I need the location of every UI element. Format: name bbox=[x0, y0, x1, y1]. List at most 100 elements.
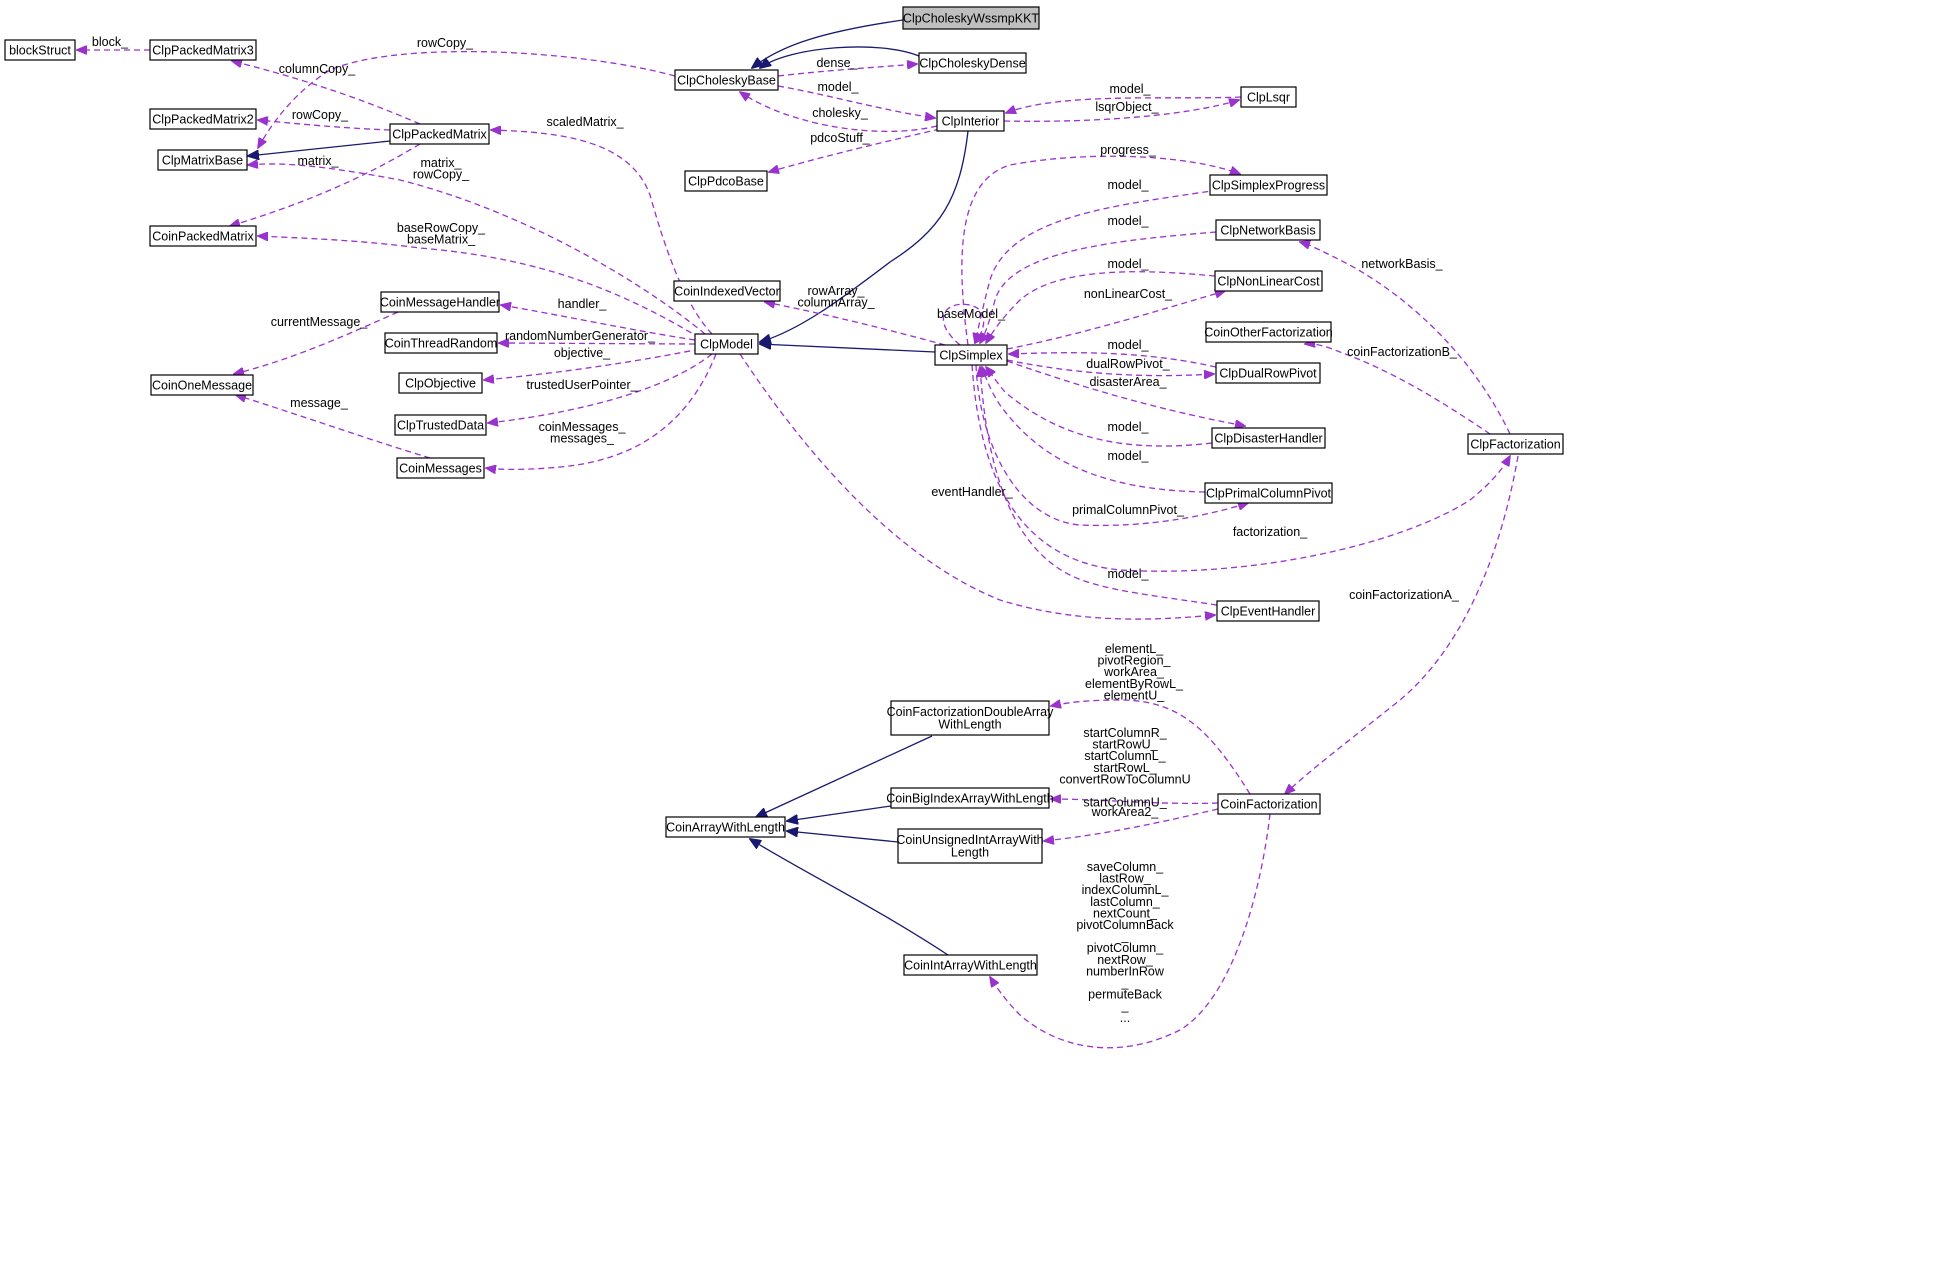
edge-clp-interior-to-clp-cholesky-base bbox=[740, 92, 938, 133]
node-clp-network-basis[interactable]: ClpNetworkBasis bbox=[1215, 219, 1321, 241]
node-coin-int-array-with-length[interactable]: CoinIntArrayWithLength bbox=[903, 954, 1038, 976]
node-coin-packed-matrix[interactable]: CoinPackedMatrix bbox=[149, 225, 257, 247]
node-coin-indexed-vector[interactable]: CoinIndexedVector bbox=[673, 280, 781, 302]
node-clp-packed-matrix3[interactable]: ClpPackedMatrix3 bbox=[149, 39, 257, 61]
node-coin-message-handler[interactable]: CoinMessageHandler bbox=[380, 291, 500, 313]
node-clp-simplex-progress[interactable]: ClpSimplexProgress bbox=[1209, 174, 1328, 196]
node-clp-packed-matrix[interactable]: ClpPackedMatrix bbox=[389, 123, 490, 145]
node-box bbox=[684, 170, 768, 192]
node-clp-packed-matrix2[interactable]: ClpPackedMatrix2 bbox=[149, 108, 257, 130]
edge-label: baseRowCopy_baseMatrix_ bbox=[397, 221, 486, 247]
node-coin-other-factorization[interactable]: CoinOtherFactorization bbox=[1204, 321, 1333, 343]
node-label: ClpSimplex bbox=[939, 348, 1003, 362]
node-box bbox=[394, 414, 487, 436]
node-box bbox=[149, 108, 257, 130]
node-label: ClpFactorization bbox=[1470, 437, 1560, 451]
node-clp-simplex[interactable]: ClpSimplex bbox=[934, 344, 1008, 366]
node-box bbox=[1209, 174, 1328, 196]
edge-line bbox=[1006, 96, 1242, 113]
edge-label: matrix_rowCopy_ bbox=[413, 156, 470, 182]
node-box bbox=[903, 954, 1038, 976]
node-label: CoinOtherFactorization bbox=[1204, 325, 1333, 339]
edge-clp-simplex-to-clp-simplex-progress bbox=[961, 155, 1240, 346]
edge-clp-simplex-to-clp-dual-row-pivot bbox=[1006, 359, 1214, 376]
node-clp-disaster-handler[interactable]: ClpDisasterHandler bbox=[1211, 427, 1326, 449]
edge-label: currentMessage_ bbox=[271, 315, 369, 329]
edge-clp-model-to-coin-packed-matrix bbox=[258, 236, 701, 339]
node-box bbox=[1205, 321, 1332, 343]
node-label: CoinIntArrayWithLength bbox=[904, 958, 1037, 972]
edge-line bbox=[258, 50, 676, 148]
edge-coin-factorization-double-array-with-length-to-coin-array-with-length bbox=[756, 735, 933, 817]
edge-label: eventHandler_ bbox=[931, 485, 1013, 499]
edge-label: startColumnR_startRowU_startColumnL_star… bbox=[1059, 726, 1190, 810]
node-box bbox=[149, 39, 257, 61]
node-box bbox=[918, 52, 1027, 74]
node-clp-factorization[interactable]: ClpFactorization bbox=[1467, 433, 1564, 455]
node-clp-cholesky-base[interactable]: ClpCholeskyBase bbox=[674, 69, 779, 91]
edge-label: saveColumn_lastRow_indexColumnL_lastColu… bbox=[1076, 860, 1174, 1025]
node-label: CoinArrayWithLength bbox=[666, 820, 785, 834]
node-box bbox=[1214, 270, 1323, 292]
edge-clp-simplex-to-clp-non-linear-cost bbox=[1006, 291, 1225, 350]
edge-label: matrix_ bbox=[298, 154, 340, 168]
node-coin-one-message[interactable]: CoinOneMessage bbox=[150, 374, 254, 396]
node-clp-pdco-base[interactable]: ClpPdcoBase bbox=[684, 170, 768, 192]
node-clp-dual-row-pivot[interactable]: ClpDualRowPivot bbox=[1215, 362, 1321, 384]
node-coin-factorization[interactable]: CoinFactorization bbox=[1217, 793, 1321, 815]
edge-label: disasterArea_ bbox=[1089, 375, 1167, 389]
node-block-struct[interactable]: blockStruct bbox=[4, 39, 76, 61]
edge-clp-model-to-coin-thread-random bbox=[499, 343, 696, 344]
node-label: ClpLsqr bbox=[1247, 90, 1290, 104]
node-clp-non-linear-cost[interactable]: ClpNonLinearCost bbox=[1214, 270, 1323, 292]
edge-line bbox=[777, 85, 935, 118]
node-clp-objective[interactable]: ClpObjective bbox=[398, 372, 483, 394]
edge-label: model_ bbox=[1108, 214, 1150, 228]
node-coin-messages[interactable]: CoinMessages bbox=[396, 457, 485, 479]
node-clp-primal-column-pivot[interactable]: ClpPrimalColumnPivot bbox=[1204, 482, 1333, 504]
node-label: ClpCholeskyBase bbox=[677, 73, 776, 87]
edge-label: elementL_pivotRegion_workArea_elementByR… bbox=[1085, 642, 1184, 702]
edge-line bbox=[986, 367, 1213, 447]
edge-clp-cholesky-base-to-clp-interior bbox=[777, 85, 935, 118]
node-label: CoinOneMessage bbox=[152, 378, 252, 392]
node-coin-array-with-length[interactable]: CoinArrayWithLength bbox=[665, 816, 786, 838]
node-clp-matrix-base[interactable]: ClpMatrixBase bbox=[157, 149, 248, 171]
edge-line bbox=[942, 303, 983, 346]
edge-line bbox=[1051, 799, 1219, 805]
node-label: ClpPackedMatrix2 bbox=[152, 112, 253, 126]
edge-line bbox=[975, 364, 1248, 527]
edge-label: columnCopy_ bbox=[279, 62, 356, 76]
edge-label: model_ bbox=[818, 80, 860, 94]
node-clp-cholesky-dense[interactable]: ClpCholeskyDense bbox=[918, 52, 1027, 74]
edge-clp-interior-to-clp-model bbox=[760, 130, 969, 342]
edge-line bbox=[765, 302, 946, 346]
node-clp-cholesky-wssmp-kkt[interactable]: ClpCholeskyWssmpKKT bbox=[902, 6, 1040, 30]
edge-line bbox=[975, 189, 1219, 343]
edge-clp-packed-matrix-to-coin-packed-matrix bbox=[230, 143, 421, 226]
node-label: CoinThreadRandom bbox=[385, 336, 498, 350]
node-clp-lsqr[interactable]: ClpLsqr bbox=[1240, 86, 1297, 108]
node-box bbox=[936, 110, 1005, 132]
node-clp-model[interactable]: ClpModel bbox=[694, 333, 759, 355]
edge-label: dualRowPivot_ bbox=[1086, 357, 1170, 371]
edge-clp-event-handler-to-clp-simplex bbox=[980, 367, 1218, 606]
edge-line bbox=[248, 164, 706, 335]
edge-line bbox=[1285, 455, 1519, 794]
node-coin-big-index-array-with-length[interactable]: CoinBigIndexArrayWithLength bbox=[886, 787, 1054, 809]
edge-label: cholesky_ bbox=[812, 106, 869, 120]
edge-label: pdcoStuff_ bbox=[810, 131, 871, 145]
node-box bbox=[1204, 482, 1333, 504]
node-label: ClpNonLinearCost bbox=[1217, 274, 1320, 288]
node-label: ClpInterior bbox=[942, 114, 1000, 128]
node-clp-event-handler[interactable]: ClpEventHandler bbox=[1216, 600, 1320, 622]
node-clp-trusted-data[interactable]: ClpTrustedData bbox=[394, 414, 487, 436]
node-clp-interior[interactable]: ClpInterior bbox=[936, 110, 1005, 132]
node-label: ClpPrimalColumnPivot bbox=[1206, 486, 1332, 500]
edge-line bbox=[787, 805, 892, 821]
edge-label: baseModel_ bbox=[937, 307, 1006, 321]
node-coin-thread-random[interactable]: CoinThreadRandom bbox=[384, 332, 498, 354]
